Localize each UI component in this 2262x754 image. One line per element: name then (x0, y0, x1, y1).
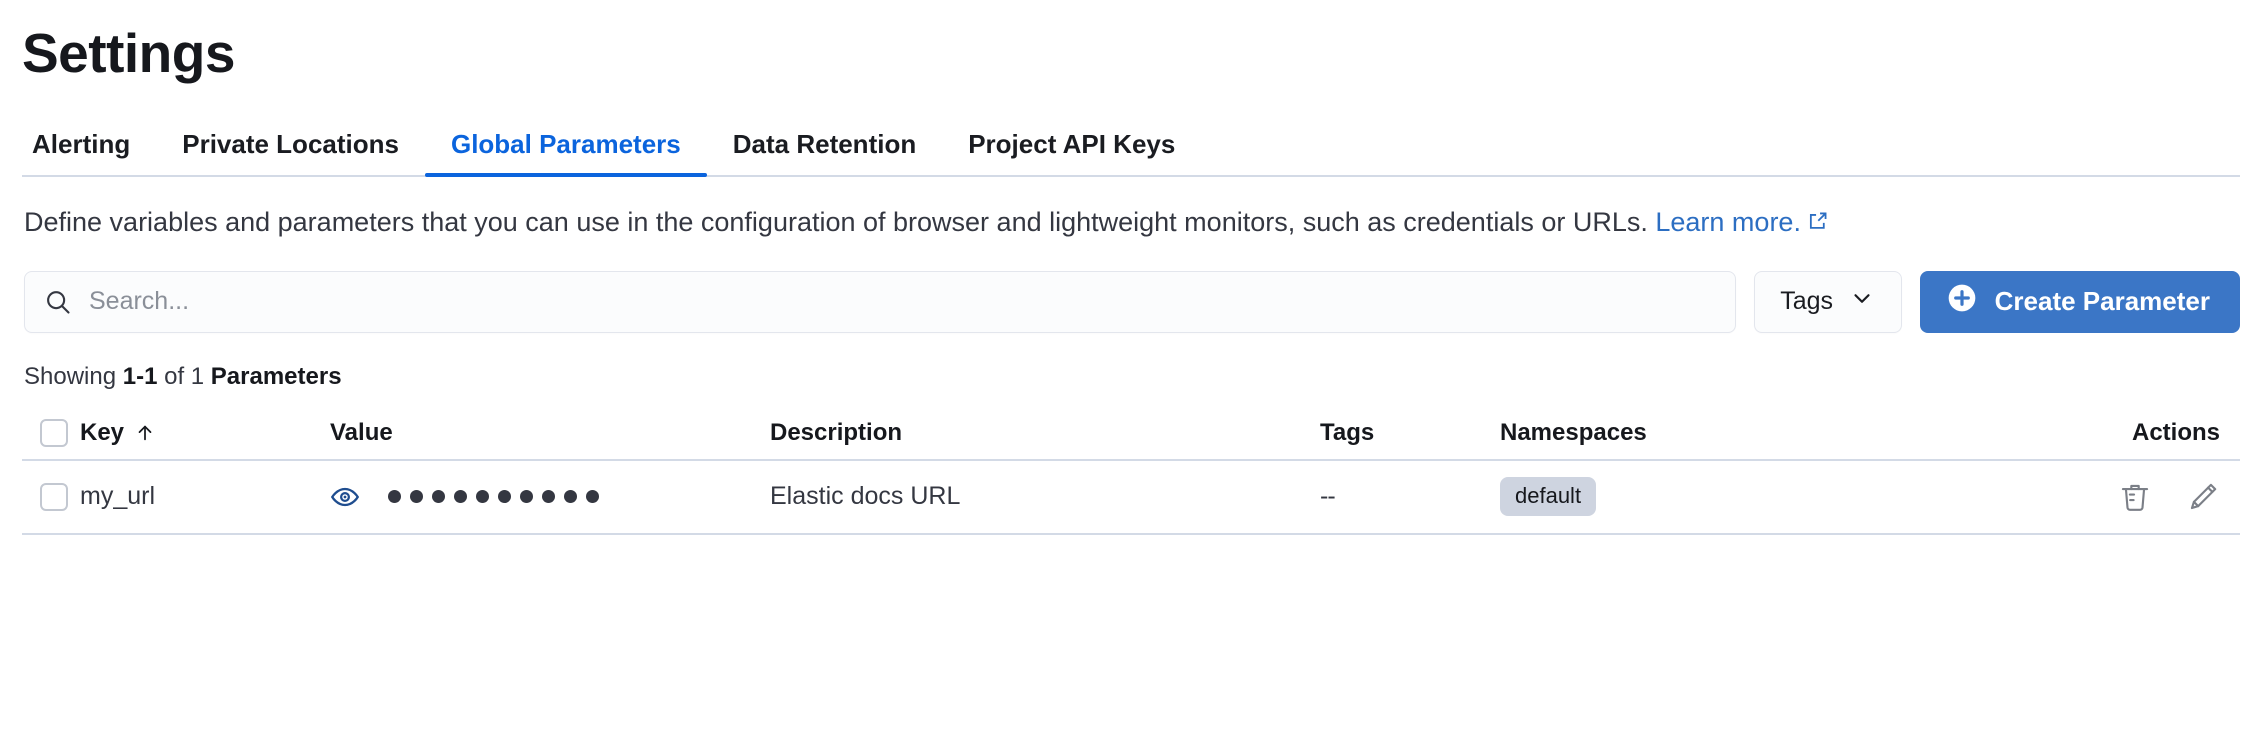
create-parameter-label: Create Parameter (1994, 286, 2210, 317)
select-all-checkbox[interactable] (40, 418, 68, 447)
cell-description-label: Elastic docs URL (770, 482, 961, 511)
pencil-icon[interactable] (2186, 480, 2220, 514)
settings-tabs: Alerting Private Locations Global Parame… (22, 111, 2240, 178)
column-header-description-label: Description (770, 418, 903, 446)
column-header-actions-label: Actions (2131, 418, 2220, 446)
cell-namespaces: default (1500, 477, 2030, 516)
column-header-namespaces: Namespaces (1500, 419, 2030, 447)
search-box[interactable] (24, 270, 1736, 333)
masked-value (388, 490, 599, 504)
namespace-badge: default (1500, 477, 1597, 516)
results-noun: Parameters (210, 362, 342, 390)
row-select-cell (22, 482, 80, 511)
results-range: 1-1 (122, 362, 158, 390)
external-link-icon (1807, 206, 1829, 240)
column-header-value-label: Value (330, 418, 393, 446)
tab-global-parameters[interactable]: Global Parameters (424, 131, 707, 178)
cell-key-label: my_url (80, 482, 156, 511)
select-all-cell (22, 418, 80, 447)
create-parameter-button[interactable]: Create Parameter (1919, 270, 2240, 333)
chevron-down-icon (1849, 285, 1875, 318)
eye-icon[interactable] (330, 482, 360, 512)
results-count: Showing 1-1 of 1 Parameters (22, 363, 2240, 391)
cell-tags: -- (1320, 482, 1500, 511)
trash-icon[interactable] (2118, 480, 2152, 514)
column-header-tags-label: Tags (1320, 418, 1375, 446)
row-checkbox[interactable] (40, 482, 68, 511)
cell-tags-label: -- (1320, 482, 1336, 511)
plus-circle-icon (1946, 282, 1978, 321)
tab-alerting[interactable]: Alerting (32, 129, 131, 160)
results-prefix: Showing (24, 362, 123, 390)
column-header-description: Description (770, 419, 1320, 447)
arrow-up-icon (134, 422, 156, 444)
description-text: Define variables and parameters that you… (22, 205, 2240, 240)
description-body: Define variables and parameters that you… (24, 207, 1656, 238)
tab-data-retention[interactable]: Data Retention (732, 129, 917, 160)
tab-project-api-keys[interactable]: Project API Keys (968, 129, 1176, 160)
tags-filter-label: Tags (1780, 287, 1834, 316)
cell-actions (2030, 480, 2240, 514)
column-header-actions: Actions (2030, 419, 2240, 447)
cell-key: my_url (80, 482, 330, 511)
column-header-tags: Tags (1320, 419, 1500, 447)
search-input[interactable] (89, 271, 1717, 332)
cell-description: Elastic docs URL (770, 482, 1320, 511)
tags-filter-button[interactable]: Tags (1753, 270, 1902, 333)
learn-more-label: Learn more. (1655, 207, 1801, 238)
column-header-key[interactable]: Key (80, 419, 330, 447)
filter-controls: Tags Create Parameter (22, 270, 2240, 333)
cell-value (330, 482, 770, 512)
learn-more-link[interactable]: Learn more. (1655, 207, 1801, 237)
results-middle: of 1 (157, 362, 211, 390)
parameters-table: Key Value Description Tags Namespaces (22, 407, 2240, 535)
column-header-key-label: Key (80, 418, 125, 446)
search-icon (43, 287, 73, 317)
column-header-namespaces-label: Namespaces (1500, 418, 1647, 446)
table-row: my_url Elastic docs URL -- (22, 461, 2240, 535)
page-title: Settings (22, 22, 235, 84)
column-header-value: Value (330, 419, 770, 447)
table-header-row: Key Value Description Tags Namespaces (22, 407, 2240, 461)
tab-private-locations[interactable]: Private Locations (182, 129, 399, 160)
